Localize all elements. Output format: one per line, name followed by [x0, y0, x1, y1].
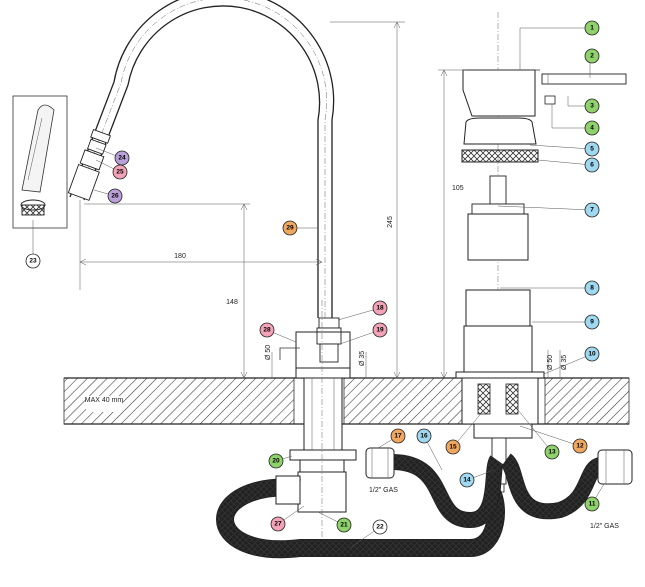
hose-thread-left-label: 1/2" GAS [369, 487, 398, 494]
svg-text:9: 9 [590, 319, 594, 326]
hole-diameter-label: Ø 35 [359, 351, 366, 366]
spout-reach-label: 180 [174, 253, 186, 260]
svg-text:22: 22 [376, 524, 384, 531]
callout-15: 15 [445, 439, 461, 455]
svg-text:20: 20 [272, 458, 280, 465]
svg-text:3: 3 [590, 103, 594, 110]
svg-text:19: 19 [376, 327, 384, 334]
callout-2: 2 [584, 48, 600, 64]
svg-text:7: 7 [590, 207, 594, 214]
svg-text:29: 29 [286, 225, 294, 232]
callout-5: 5 [584, 141, 600, 157]
callout-20: 20 [268, 453, 284, 469]
leader-lines [93, 27, 605, 549]
callout-1: 1 [584, 20, 600, 36]
svg-text:12: 12 [576, 443, 584, 450]
svg-text:23: 23 [29, 258, 37, 265]
svg-text:27: 27 [274, 521, 282, 528]
callout-7: 7 [584, 202, 600, 218]
callout-26: 26 [107, 188, 123, 204]
svg-text:14: 14 [463, 477, 471, 484]
svg-text:10: 10 [588, 351, 596, 358]
callout-9: 9 [584, 314, 600, 330]
svg-text:15: 15 [449, 444, 457, 451]
callout-27: 27 [270, 516, 286, 532]
callouts: 1 2 3 4 5 6 7 8 9 10 11 12 13 14 15 16 1… [25, 20, 600, 535]
svg-text:4: 4 [590, 125, 594, 132]
callout-21: 21 [336, 517, 352, 533]
deck-thickness-label: MAX 40 mm [85, 397, 124, 404]
callout-18: 18 [372, 300, 388, 316]
svg-text:28: 28 [263, 327, 271, 334]
svg-text:18: 18 [376, 305, 384, 312]
base-diameter-label: Ø 50 [265, 345, 272, 360]
callout-28: 28 [259, 322, 275, 338]
cartridge-hole-diameter-label: Ø 35 [561, 355, 568, 370]
callout-6: 6 [584, 157, 600, 173]
callout-19: 19 [372, 322, 388, 338]
spout-height-label: 148 [226, 299, 238, 306]
svg-text:24: 24 [118, 155, 126, 162]
svg-text:6: 6 [590, 162, 594, 169]
callout-25: 25 [112, 164, 128, 180]
svg-text:11: 11 [589, 501, 596, 508]
svg-text:5: 5 [590, 146, 594, 153]
callout-16: 16 [416, 428, 432, 444]
callout-12: 12 [572, 438, 588, 454]
countertop: MAX 40 mm [63, 377, 630, 425]
svg-text:1: 1 [590, 25, 594, 32]
callout-4: 4 [584, 120, 600, 136]
callout-3: 3 [584, 98, 600, 114]
callout-23: 23 [25, 253, 41, 269]
svg-text:2: 2 [590, 53, 594, 60]
svg-text:16: 16 [420, 433, 428, 440]
callout-22: 22 [372, 519, 388, 535]
cartridge-base-diameter-label: Ø 50 [547, 355, 554, 370]
svg-text:26: 26 [111, 193, 119, 200]
callout-8: 8 [584, 280, 600, 296]
hose-thread-right-label: 1/2" GAS [590, 523, 619, 530]
spout-body [279, 300, 357, 540]
callout-24: 24 [114, 150, 130, 166]
cartridge-assembly [455, 12, 627, 540]
callout-13: 13 [544, 444, 560, 460]
callout-29: 29 [282, 220, 298, 236]
aerator-detail [12, 95, 68, 254]
svg-text:17: 17 [394, 433, 402, 440]
callout-17: 17 [390, 428, 406, 444]
flexible-hoses: 1/2" GAS 1/2" GAS [216, 447, 633, 559]
spout [67, 0, 335, 318]
cartridge-height-label: 105 [452, 185, 464, 192]
total-height-label: 245 [387, 216, 394, 228]
svg-text:25: 25 [116, 169, 124, 176]
svg-text:8: 8 [590, 285, 594, 292]
dimension-lines: 245 180 148 Ø 50 Ø 35 105 Ø 50 Ø 35 [79, 21, 568, 379]
callout-11: 11 [584, 496, 600, 512]
callout-14: 14 [459, 472, 475, 488]
callout-10: 10 [584, 346, 600, 362]
svg-text:21: 21 [340, 522, 348, 529]
svg-text:13: 13 [548, 449, 556, 456]
